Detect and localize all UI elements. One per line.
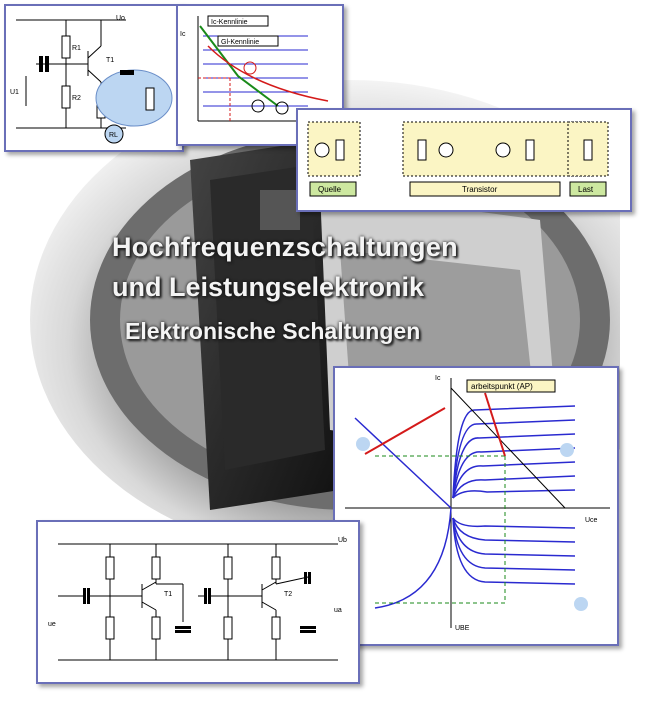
uce-label: Uce bbox=[585, 517, 598, 524]
load-line-graph: Ic-Kennlinie Gl-Kennlinie Ic Uce bbox=[180, 15, 329, 138]
r1-label: R1 bbox=[72, 45, 81, 52]
arbeitspunkt-callout: arbeitspunkt (AP) bbox=[471, 382, 533, 391]
characteristic-graph-panel: arbeitspunkt (AP) Ic Uce UBE bbox=[333, 366, 619, 646]
equivalent-circuit-diagram: Quelle Transistor Last bbox=[307, 121, 609, 197]
transistor-circuit-diagram: RL Uo R1 R2 T1 U1 bbox=[10, 15, 173, 144]
amplifier-circuit-panel: Ub T1 T2 ue ua bbox=[36, 520, 360, 684]
ub-label: Ub bbox=[338, 537, 347, 544]
transistor-characteristic-graph: arbeitspunkt (AP) Ic Uce UBE bbox=[345, 375, 610, 632]
equivalent-circuit-panel: Quelle Transistor Last bbox=[296, 108, 632, 212]
output-curves bbox=[354, 405, 576, 609]
title-line-1: Hochfrequenzschaltungen bbox=[112, 232, 458, 262]
ue-label: ue bbox=[48, 621, 56, 628]
ic-label: Ic bbox=[435, 375, 441, 382]
gl-kennlinie-callout: Gl-Kennlinie bbox=[221, 39, 259, 46]
title-line-2: und Leistungselektronik bbox=[112, 272, 425, 302]
t2-amp-label: T2 bbox=[284, 591, 292, 598]
graph-top-panel: Ic-Kennlinie Gl-Kennlinie Ic Uce bbox=[176, 4, 344, 146]
rl-label: RL bbox=[109, 132, 118, 139]
quelle-label: Quelle bbox=[318, 185, 342, 194]
circuit-top-left-panel: RL Uo R1 R2 T1 U1 bbox=[4, 4, 184, 152]
last-label: Last bbox=[578, 185, 594, 194]
r2-label: R2 bbox=[72, 95, 81, 102]
t1-label: T1 bbox=[106, 57, 114, 64]
two-stage-amplifier-diagram: Ub T1 T2 ue ua bbox=[48, 537, 347, 661]
ua-label: ua bbox=[334, 607, 342, 614]
title-line-3: Elektronische Schaltungen bbox=[125, 318, 421, 344]
uo-label: Uo bbox=[116, 15, 125, 22]
u1-label: U1 bbox=[10, 89, 19, 96]
transistor-label: Transistor bbox=[462, 185, 498, 194]
ic-axis-label: Ic bbox=[180, 31, 186, 38]
t1-amp-label: T1 bbox=[164, 591, 172, 598]
ube-label: UBE bbox=[455, 625, 470, 632]
ic-kennlinie-callout: Ic-Kennlinie bbox=[211, 19, 248, 26]
